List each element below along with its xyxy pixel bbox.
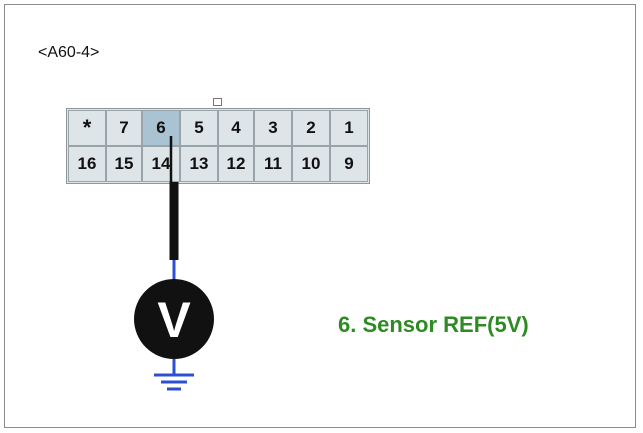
measurement-note: 6. Sensor REF(5V) xyxy=(338,312,529,337)
pin-cell-2: 2 xyxy=(292,110,330,146)
pin-cell-16: 16 xyxy=(68,146,106,182)
voltmeter-icon xyxy=(134,279,214,359)
diagram-frame xyxy=(4,4,636,428)
pin-cell-15: 15 xyxy=(106,146,142,182)
pin-cell-13: 13 xyxy=(180,146,218,182)
voltmeter-symbol: V xyxy=(157,292,191,348)
pin-cell-star: * xyxy=(68,110,106,146)
pin-cell-4: 4 xyxy=(218,110,254,146)
pin-cell-6-highlighted: 6 xyxy=(142,110,180,146)
pin-cell-11: 11 xyxy=(254,146,292,182)
connector-label: <A60-4> xyxy=(38,44,100,61)
pin-cell-1: 1 xyxy=(330,110,368,146)
connector-key xyxy=(213,98,222,106)
pin-cell-12: 12 xyxy=(218,146,254,182)
pin-cell-10: 10 xyxy=(292,146,330,182)
pin-cell-7: 7 xyxy=(106,110,142,146)
pin-cell-5: 5 xyxy=(180,110,218,146)
pin-cell-3: 3 xyxy=(254,110,292,146)
pin-cell-14: 14 xyxy=(142,146,180,182)
pin-cell-9: 9 xyxy=(330,146,368,182)
